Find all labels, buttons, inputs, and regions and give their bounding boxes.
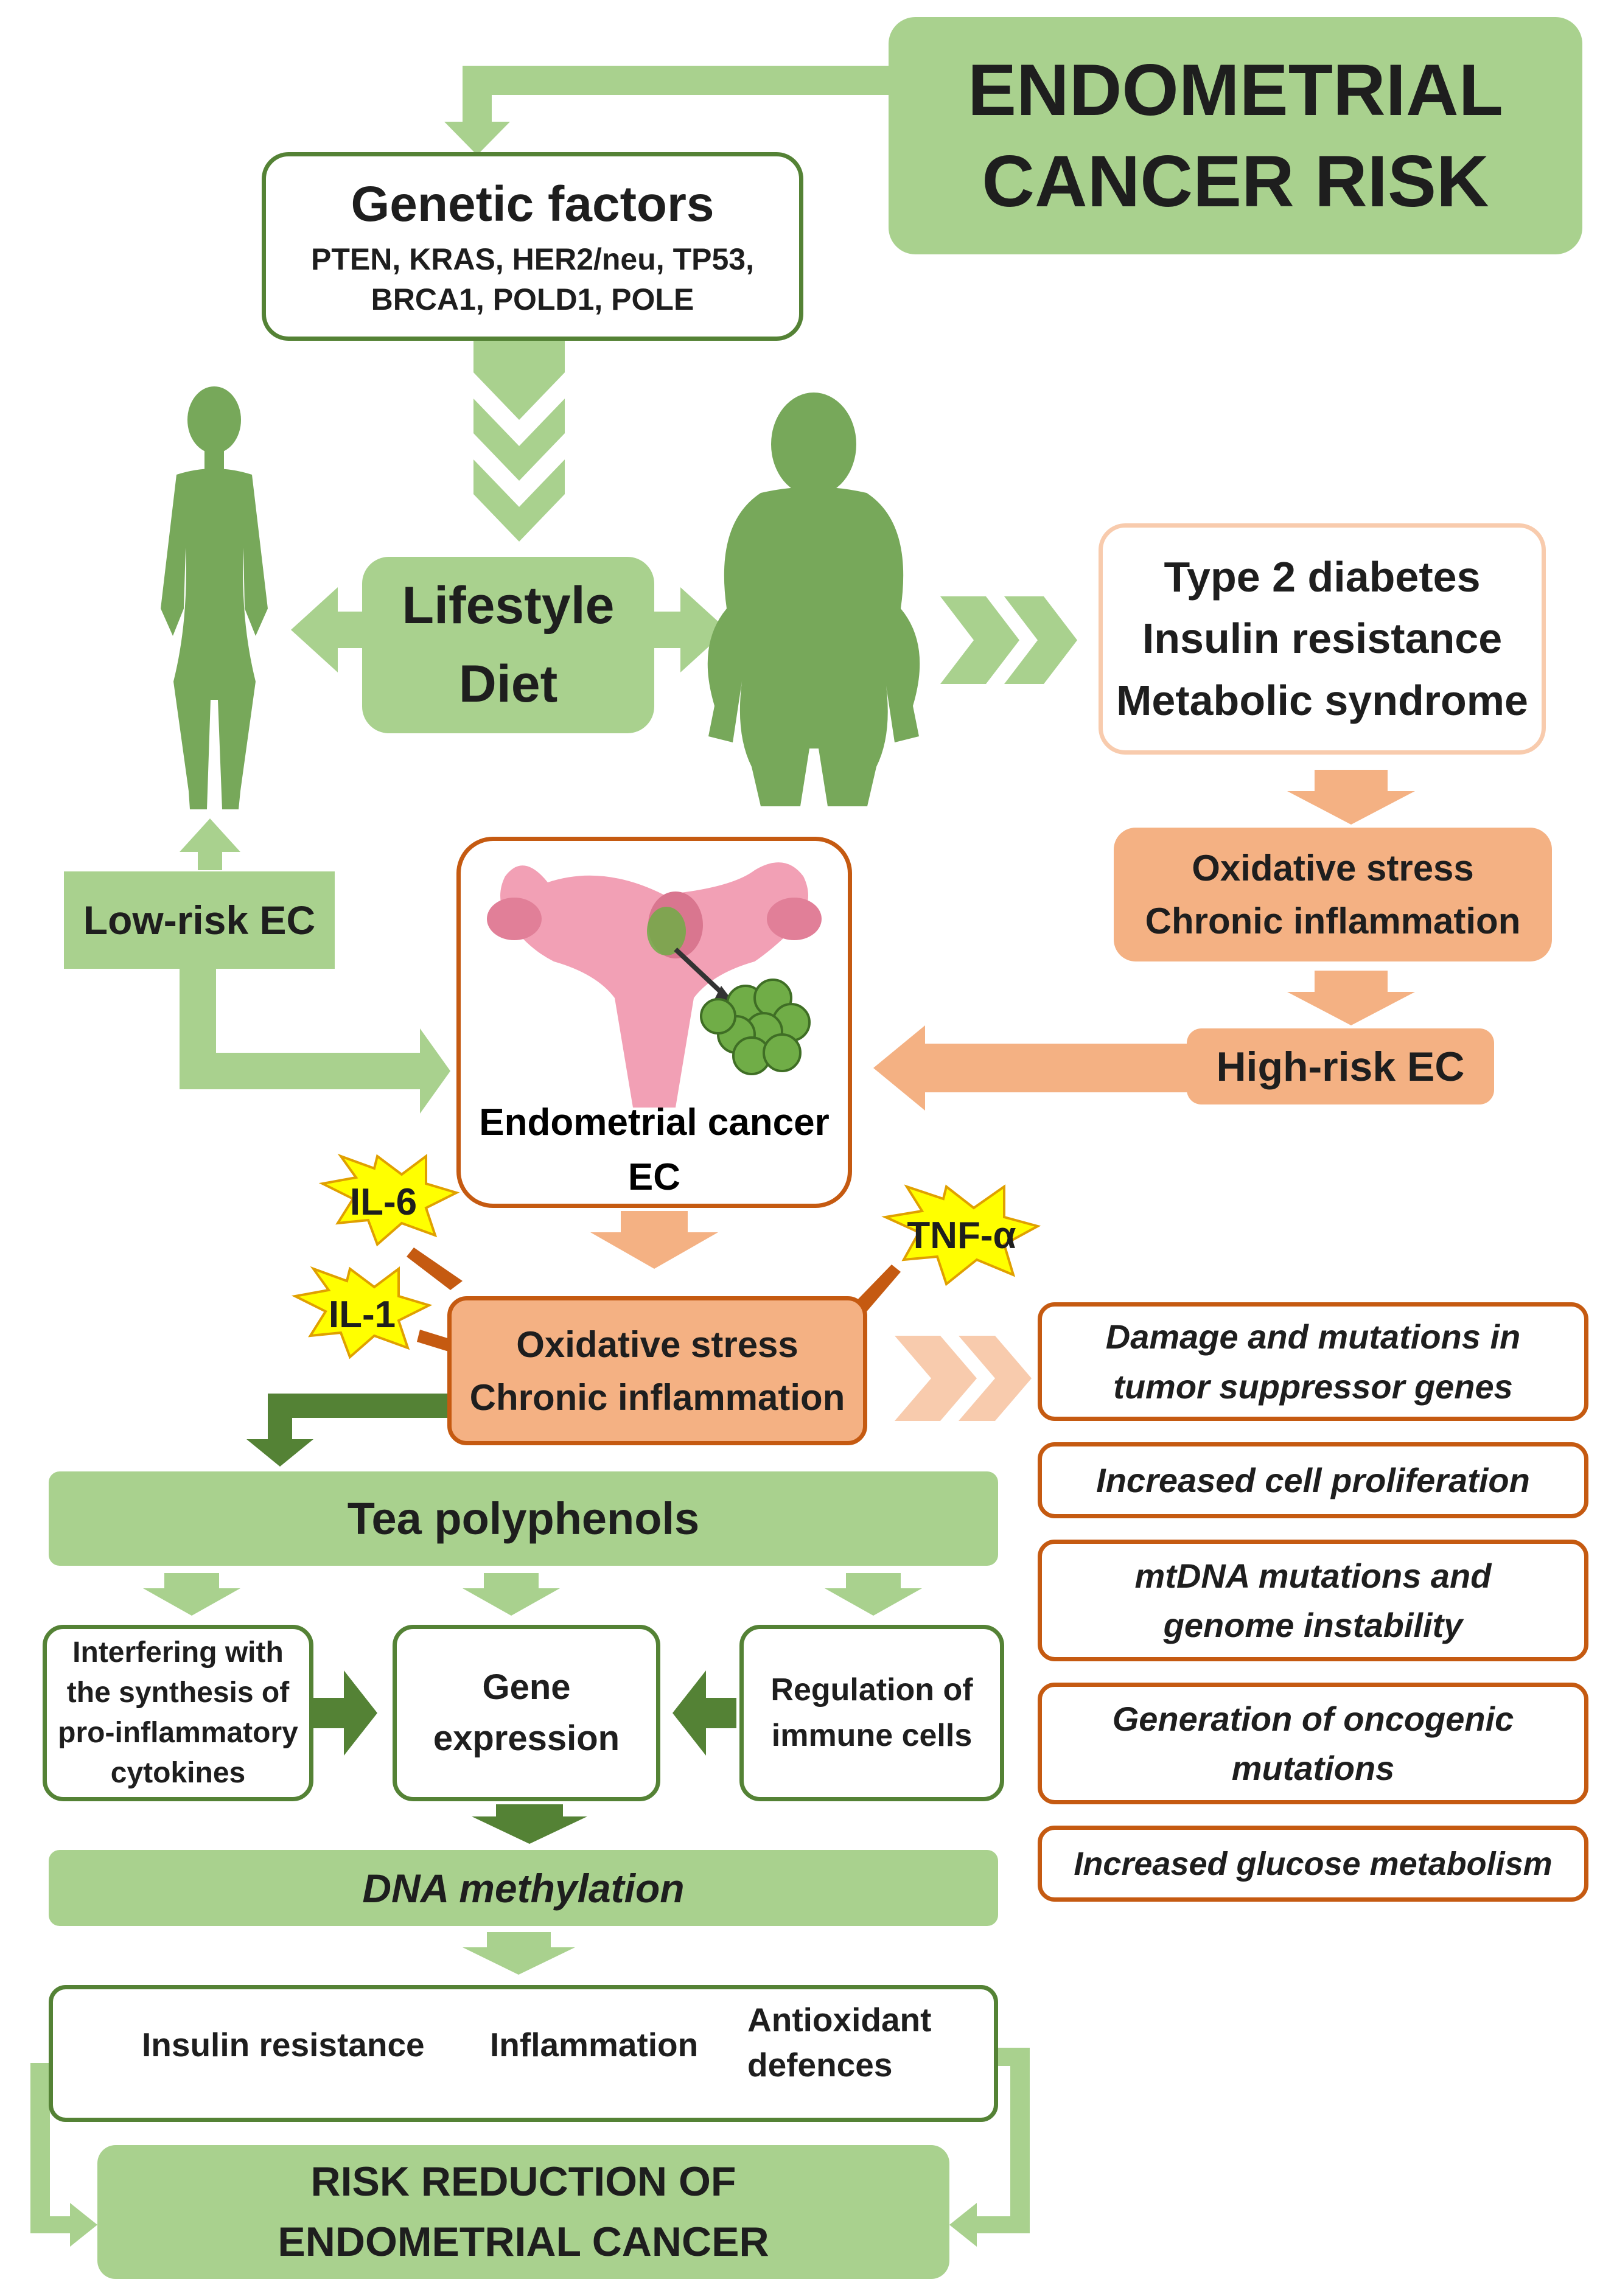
oxidative-stress-mid-box: Oxidative stress Chronic inflammation bbox=[447, 1296, 867, 1445]
title-line1: ENDOMETRIAL bbox=[968, 49, 1503, 131]
gene-expression-line: Gene bbox=[482, 1667, 571, 1707]
endometrial-cancer-box bbox=[456, 837, 852, 1208]
title-line2: CANCER RISK bbox=[982, 141, 1489, 222]
risk-reduction-line2: ENDOMETRIAL CANCER bbox=[278, 2219, 769, 2265]
risk-reduction-box: RISK REDUCTION OF ENDOMETRIAL CANCER bbox=[97, 2145, 949, 2279]
regulation-immune-box: Regulation of immune cells bbox=[739, 1625, 1004, 1801]
metabolic-line1: Type 2 diabetes bbox=[1164, 553, 1481, 601]
outcome-cell-proliferation: Increased cell proliferation bbox=[1038, 1442, 1588, 1518]
tea-polyphenols-box: Tea polyphenols bbox=[49, 1471, 998, 1566]
uterus-illustration bbox=[487, 862, 822, 1108]
oxidative-to-tea-arrow bbox=[246, 1394, 453, 1467]
outcome-line: Increased cell proliferation bbox=[1096, 1461, 1530, 1499]
il6-label: IL-6 bbox=[307, 1153, 459, 1251]
dna-down-arrow bbox=[463, 1932, 575, 1975]
interfering-line: pro-inflammatory bbox=[58, 1717, 298, 1749]
outcome-line: Generation of oncogenic bbox=[1112, 1699, 1514, 1738]
il1-label: IL-1 bbox=[286, 1266, 438, 1363]
to-gene-expression-arrows bbox=[310, 1670, 736, 1844]
genetic-heading: Genetic factors bbox=[351, 176, 714, 232]
low-risk-ec-box: Low-risk EC bbox=[64, 871, 335, 969]
tea-label: Tea polyphenols bbox=[347, 1493, 700, 1544]
ec-down-arrow bbox=[590, 1211, 718, 1269]
effect-inflammation-text: Inflammation bbox=[490, 2026, 699, 2064]
outcome-oncogenic-mutations: Generation of oncogenic mutations bbox=[1038, 1683, 1588, 1804]
obese-woman-icon bbox=[707, 393, 920, 806]
oxidative-top-line2: Chronic inflammation bbox=[1145, 901, 1521, 941]
effect-antioxidant-line: defences bbox=[747, 2046, 893, 2084]
dna-label: DNA methylation bbox=[362, 1865, 685, 1911]
title-box: ENDOMETRIAL CANCER RISK bbox=[889, 17, 1582, 254]
chevrons-down-icon bbox=[473, 341, 565, 542]
il6-text: IL-6 bbox=[349, 1181, 417, 1223]
title-to-genetic-arrow bbox=[444, 66, 889, 155]
high-risk-ec-box: High-risk EC bbox=[1187, 1028, 1494, 1104]
lifestyle-line2: Diet bbox=[458, 655, 558, 713]
outcome-line: mutations bbox=[1231, 1749, 1395, 1787]
tnf-text: TNF-α bbox=[907, 1214, 1016, 1257]
metabolic-to-oxidative-arrow bbox=[1287, 770, 1415, 825]
il1-burst-icon bbox=[291, 1266, 433, 1359]
dna-methylation-box: DNA methylation bbox=[49, 1850, 998, 1926]
interfering-synthesis-box: Interfering with the synthesis of pro-in… bbox=[43, 1625, 313, 1801]
effect-antioxidant-line: Antioxidant bbox=[747, 2001, 932, 2039]
genetic-factors-box: Genetic factors PTEN, KRAS, HER2/neu, TP… bbox=[262, 152, 803, 341]
oxidative-top-line1: Oxidative stress bbox=[1192, 848, 1474, 888]
slim-woman-icon bbox=[161, 386, 268, 809]
effect-insulin-resistance: Insulin resistance bbox=[142, 2020, 425, 2069]
tumor-cluster-icon bbox=[700, 979, 811, 1075]
lifestyle-diet-box: Lifestyle Diet bbox=[362, 557, 654, 733]
il1-text: IL-1 bbox=[328, 1293, 396, 1336]
side-arrows-to-risk bbox=[30, 2048, 1030, 2247]
endometrial-cancer-label: Endometrial cancer EC bbox=[463, 1095, 846, 1205]
effect-antioxidant-defences: Antioxidant defences bbox=[747, 1997, 931, 2088]
highrisk-to-ec-arrow bbox=[873, 1025, 1193, 1111]
risk-reduction-line1: RISK REDUCTION OF bbox=[310, 2158, 736, 2205]
outcome-line: Increased glucose metabolism bbox=[1074, 1845, 1553, 1882]
il6-burst-icon bbox=[318, 1153, 460, 1247]
tnf-label: TNF-α bbox=[886, 1187, 1038, 1284]
outcome-line: Damage and mutations in bbox=[1105, 1317, 1521, 1356]
endometrial-line2: EC bbox=[627, 1156, 681, 1198]
outcome-glucose-metabolism: Increased glucose metabolism bbox=[1038, 1826, 1588, 1902]
lowrisk-arrows bbox=[180, 818, 450, 1114]
high-risk-label: High-risk EC bbox=[1216, 1043, 1465, 1090]
metabolic-line3: Metabolic syndrome bbox=[1116, 676, 1528, 724]
gene-expression-line: expression bbox=[433, 1719, 620, 1758]
gene-expression-box: Gene expression bbox=[393, 1625, 660, 1801]
oxidative-mid-line2: Chronic inflammation bbox=[469, 1377, 845, 1418]
effects-box bbox=[49, 1985, 998, 2122]
chevrons-right-icon bbox=[940, 596, 1077, 684]
effect-inflammation: Inflammation bbox=[490, 2020, 698, 2069]
outcome-line: tumor suppressor genes bbox=[1113, 1367, 1513, 1406]
interfering-line: Interfering with bbox=[72, 1636, 284, 1669]
lifestyle-line1: Lifestyle bbox=[402, 576, 615, 635]
lifestyle-side-arrows bbox=[291, 587, 727, 672]
interfering-line: cytokines bbox=[110, 1757, 246, 1790]
interfering-line: the synthesis of bbox=[66, 1676, 290, 1709]
regulation-line: immune cells bbox=[771, 1718, 973, 1753]
endometrial-line1: Endometrial cancer bbox=[479, 1101, 830, 1144]
genetic-genes-line2: BRCA1, POLD1, POLE bbox=[371, 282, 694, 316]
metabolic-conditions-box: Type 2 diabetes Insulin resistance Metab… bbox=[1099, 523, 1546, 755]
outcome-damage-mutations: Damage and mutations in tumor suppressor… bbox=[1038, 1302, 1588, 1421]
chevrons-right-salmon-icon bbox=[895, 1336, 1032, 1421]
low-risk-label: Low-risk EC bbox=[83, 898, 316, 943]
oxidative-stress-top-box: Oxidative stress Chronic inflammation bbox=[1114, 828, 1552, 961]
tea-down-arrows bbox=[143, 1573, 922, 1616]
outcome-line: genome instability bbox=[1163, 1606, 1463, 1644]
genetic-genes-line1: PTEN, KRAS, HER2/neu, TP53, bbox=[311, 242, 754, 276]
regulation-line: Regulation of bbox=[770, 1672, 973, 1708]
metabolic-line2: Insulin resistance bbox=[1142, 615, 1503, 663]
oxidative-to-highrisk-arrow bbox=[1287, 971, 1415, 1025]
outcome-line: mtDNA mutations and bbox=[1134, 1556, 1492, 1595]
tnf-burst-icon bbox=[881, 1184, 1041, 1286]
oxidative-mid-line1: Oxidative stress bbox=[516, 1324, 798, 1365]
outcome-mtdna-mutations: mtDNA mutations and genome instability bbox=[1038, 1540, 1588, 1661]
effect-insulin-text: Insulin resistance bbox=[142, 2026, 425, 2064]
